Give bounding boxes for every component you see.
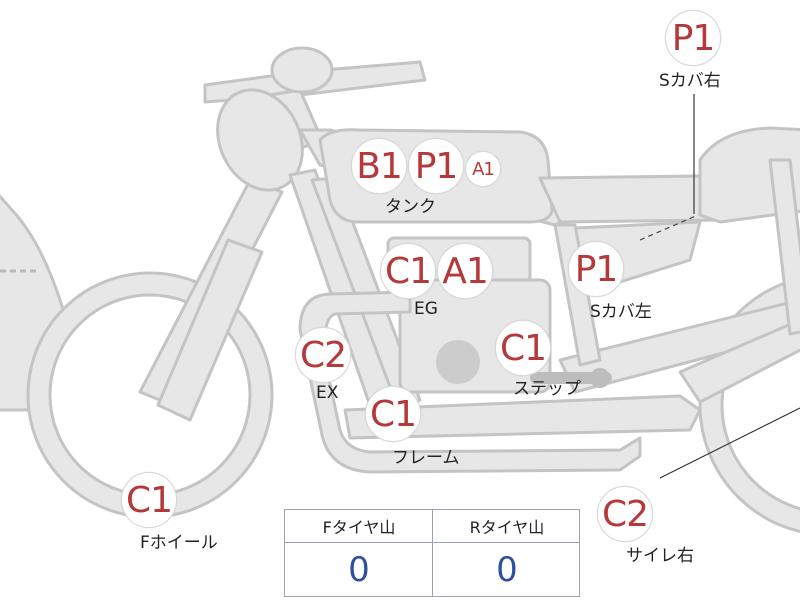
- footstep-peg: [590, 368, 610, 388]
- label-frame: フレーム: [392, 448, 460, 468]
- table-divider-vertical: [432, 510, 433, 596]
- label-s-cover-left: Sカバ左: [590, 302, 652, 322]
- badge-silencer-right: C2: [597, 486, 653, 542]
- badge-tank-b: B1: [351, 138, 407, 194]
- front-fork-tube: [156, 238, 264, 422]
- badge-s-cover-left: P1: [568, 241, 624, 297]
- meter: [270, 46, 334, 94]
- badge-ex: C2: [295, 327, 351, 383]
- seat: [538, 174, 722, 224]
- badge-f-wheel: C1: [121, 472, 177, 528]
- badge-step: C1: [495, 320, 551, 376]
- seat-dash-line: [639, 214, 699, 241]
- badge-eg-a: A1: [437, 243, 493, 299]
- frame-lower-rail: [343, 394, 702, 440]
- value-front-tire: 0: [348, 550, 370, 590]
- crankcase-cover: [436, 340, 480, 384]
- silencer-right-leader: [659, 407, 800, 479]
- label-eg: EG: [414, 299, 438, 319]
- label-tank: タンク: [385, 197, 436, 217]
- value-rear-tire: 0: [496, 550, 518, 590]
- badge-tank-p: P1: [408, 138, 464, 194]
- label-s-cover-right: Sカバ右: [659, 71, 721, 91]
- label-f-wheel: Fホイール: [140, 533, 218, 553]
- headlight: [216, 88, 304, 192]
- tire-tread-table: Fタイヤ山 Rタイヤ山 0 0: [284, 509, 580, 597]
- badge-tank-a: A1: [465, 151, 501, 187]
- badge-s-cover-right: P1: [665, 10, 721, 66]
- muffler: [678, 318, 800, 404]
- header-rear-tire: Rタイヤ山: [469, 518, 545, 537]
- badge-frame: C1: [365, 386, 421, 442]
- badge-eg-c: C1: [380, 243, 436, 299]
- exhaust-pipe: [298, 290, 642, 474]
- label-silencer-right: サイレ右: [626, 546, 694, 566]
- rear-shock: [768, 158, 800, 336]
- rear-frame-stay: [553, 223, 602, 367]
- header-front-tire: Fタイヤ山: [322, 518, 396, 537]
- label-step: ステップ: [513, 379, 581, 399]
- label-ex: EX: [316, 383, 339, 403]
